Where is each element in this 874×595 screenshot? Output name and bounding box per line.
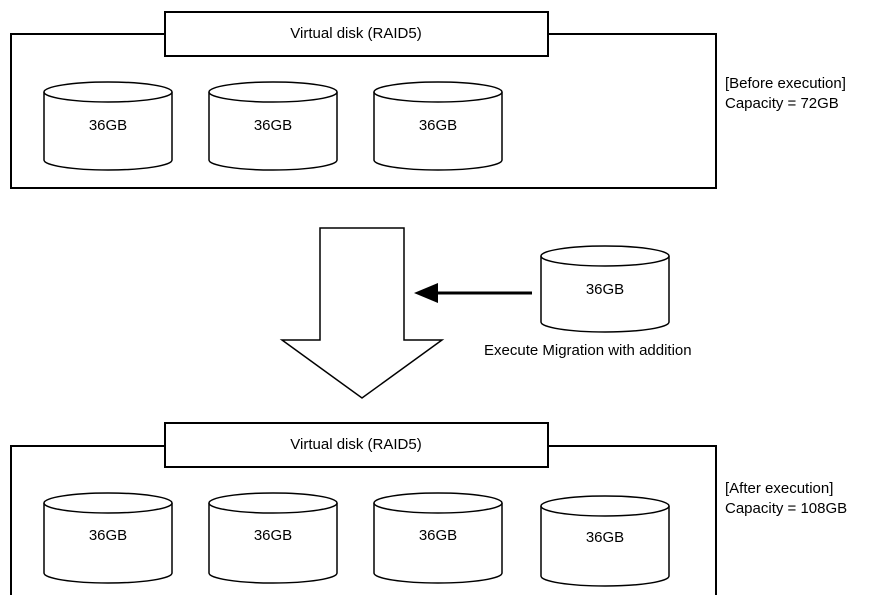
after-disk-4: 36GB [540,495,670,587]
disk-body [43,92,173,171]
before-status-line1: [Before execution] [725,75,846,92]
disk-label: 36GB [89,117,127,134]
disk-label: 36GB [586,529,624,546]
after-title: Virtual disk (RAID5) [290,436,421,453]
disk-top [373,492,503,514]
before-disk-2: 36GB [208,81,338,171]
after-disk-2: 36GB [208,492,338,584]
disk-body [43,503,173,584]
before-group: Virtual disk (RAID5) 36GB 36GB 36GB [Bef… [10,11,846,189]
after-status-line1: [After execution] [725,480,833,497]
disk-body [540,256,670,333]
migration-group: 36GB Execute Migration with addition [279,227,692,399]
disk-label: 36GB [254,117,292,134]
disk-label: 36GB [586,281,624,298]
migration-caption: Execute Migration with addition [484,342,692,359]
disk-top [208,81,338,103]
after-status-line2: Capacity = 108GB [725,500,847,517]
after-group: Virtual disk (RAID5) 36GB 36GB 36GB 36GB… [10,422,847,595]
added-disk: 36GB [540,245,670,333]
disk-label: 36GB [89,527,127,544]
after-disk-3: 36GB [373,492,503,584]
before-title-box [164,11,549,57]
disk-body [208,503,338,584]
down-arrow [279,227,445,399]
disk-body [373,92,503,171]
disk-label: 36GB [419,117,457,134]
after-title-box [164,422,549,468]
disk-top [43,81,173,103]
before-disk-1: 36GB [43,81,173,171]
before-status-line2: Capacity = 72GB [725,95,839,112]
disk-body [208,92,338,171]
disk-label: 36GB [419,527,457,544]
disk-top [373,81,503,103]
disk-top [540,245,670,267]
disk-top [540,495,670,517]
before-disk-3: 36GB [373,81,503,171]
disk-label: 36GB [254,527,292,544]
disk-top [43,492,173,514]
disk-top [208,492,338,514]
add-arrow-head [414,283,438,303]
before-title: Virtual disk (RAID5) [290,25,421,42]
disk-body [540,506,670,587]
disk-body [373,503,503,584]
after-disk-1: 36GB [43,492,173,584]
